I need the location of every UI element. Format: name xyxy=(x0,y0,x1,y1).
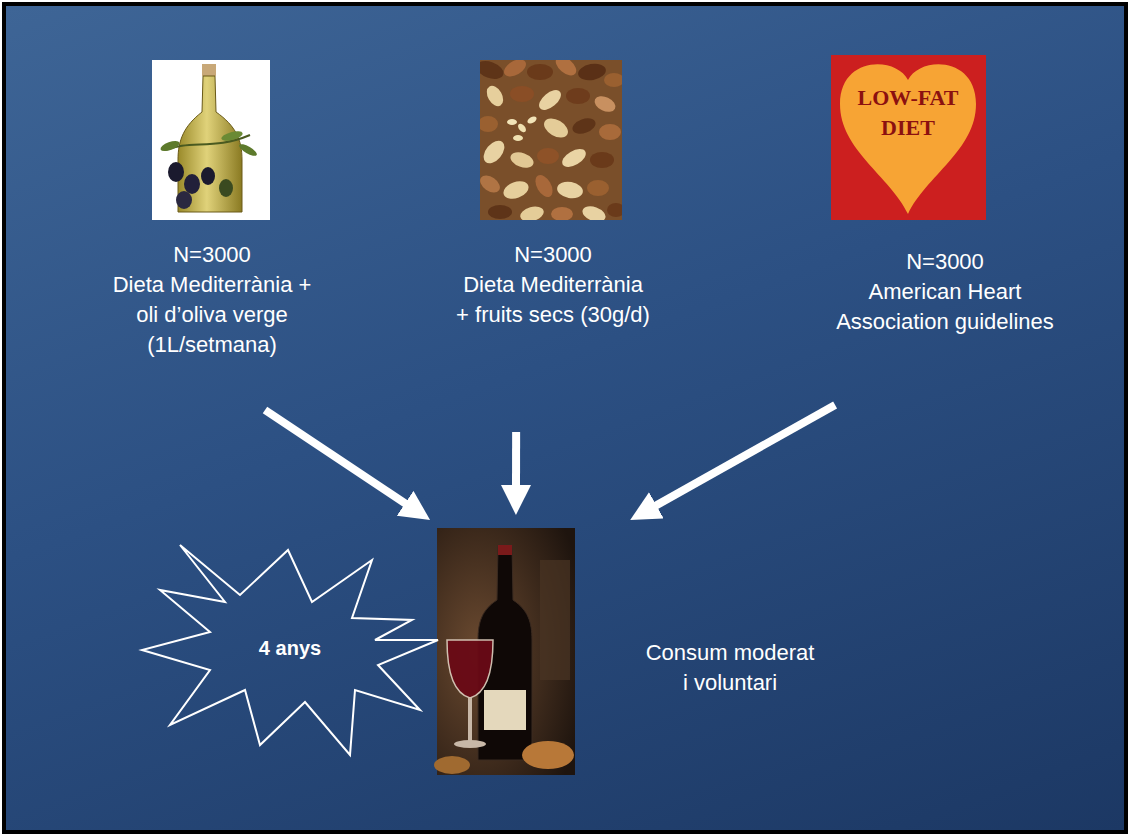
cashew xyxy=(556,180,584,200)
wine-photo-box: Consum moderat i voluntari xyxy=(437,528,575,775)
arm-description: Dieta Mediterrània + oli d’oliva verge (… xyxy=(112,270,312,360)
almond xyxy=(480,172,503,196)
olive-leaf xyxy=(159,139,181,153)
cashew xyxy=(536,86,565,113)
pine-nut xyxy=(513,135,523,141)
cashew xyxy=(480,137,508,167)
arrow-connector xyxy=(512,432,520,493)
sample-size: N=3000 xyxy=(112,240,312,270)
pine-nut xyxy=(516,122,527,134)
heart-shape xyxy=(840,64,976,214)
background-basket xyxy=(540,560,570,680)
bottle-label xyxy=(484,690,526,730)
olive xyxy=(176,191,192,209)
duration-label: 4 anys xyxy=(200,633,380,663)
olive xyxy=(201,167,215,185)
arm-description: Dieta Mediterrània + fruits secs (30g/d) xyxy=(456,270,650,330)
almond xyxy=(551,207,573,220)
pecan xyxy=(488,205,512,219)
bread xyxy=(522,741,574,769)
olive xyxy=(168,162,184,182)
bread xyxy=(434,756,470,774)
bottle-cork xyxy=(202,64,216,76)
cashew xyxy=(501,178,531,202)
olive-leaf xyxy=(220,129,243,142)
hazelnut xyxy=(480,116,498,132)
arrow-connector xyxy=(649,405,835,509)
almond xyxy=(592,93,618,115)
study-arm: N=3000Dieta Mediterrània + oli d’oliva v… xyxy=(112,58,312,360)
pecan xyxy=(607,203,622,217)
hazelnut xyxy=(537,148,559,164)
almond xyxy=(552,60,579,79)
arrow-connector xyxy=(265,410,412,508)
almond xyxy=(532,172,556,200)
cashew xyxy=(519,204,546,220)
glass-stem xyxy=(468,698,472,742)
cashew xyxy=(541,115,572,142)
almond xyxy=(510,86,534,102)
pecan xyxy=(527,64,553,80)
pecan xyxy=(590,152,614,168)
olive-leaf xyxy=(238,142,259,158)
pecan xyxy=(570,115,597,136)
heart-card xyxy=(831,55,986,220)
pecan xyxy=(577,62,607,83)
side-note: Consum moderat i voluntari xyxy=(641,638,819,698)
pecan xyxy=(480,60,506,82)
cashew xyxy=(483,83,506,109)
pecan xyxy=(566,88,590,104)
olive-oil-photo xyxy=(152,60,270,220)
starburst-shape xyxy=(142,545,438,755)
pine-nut xyxy=(507,119,517,125)
arm-description: American Heart Association guidelines xyxy=(810,277,1080,337)
olive xyxy=(219,179,233,197)
hazelnut xyxy=(587,180,609,196)
sample-size: N=3000 xyxy=(456,240,650,270)
nuts-photo xyxy=(480,60,622,220)
starburst: 4 anys xyxy=(140,540,440,760)
sample-size: N=3000 xyxy=(810,247,1080,277)
olive xyxy=(184,174,200,194)
study-arm: LOW-FAT DIET N=3000American Heart Associa… xyxy=(810,55,1080,337)
pine-nut xyxy=(526,115,538,125)
cashew xyxy=(508,149,535,170)
glass-foot xyxy=(454,740,486,748)
wine-photo xyxy=(437,528,575,775)
bottle-cap xyxy=(498,545,512,555)
cashew xyxy=(580,203,607,220)
wine-glass xyxy=(447,640,493,698)
heart-label: LOW-FAT DIET xyxy=(843,83,973,143)
cashew xyxy=(559,145,589,170)
almond xyxy=(501,60,529,80)
almond xyxy=(599,124,621,140)
study-arm: N=3000Dieta Mediterrània + fruits secs (… xyxy=(456,58,650,330)
hazelnut xyxy=(604,73,622,87)
